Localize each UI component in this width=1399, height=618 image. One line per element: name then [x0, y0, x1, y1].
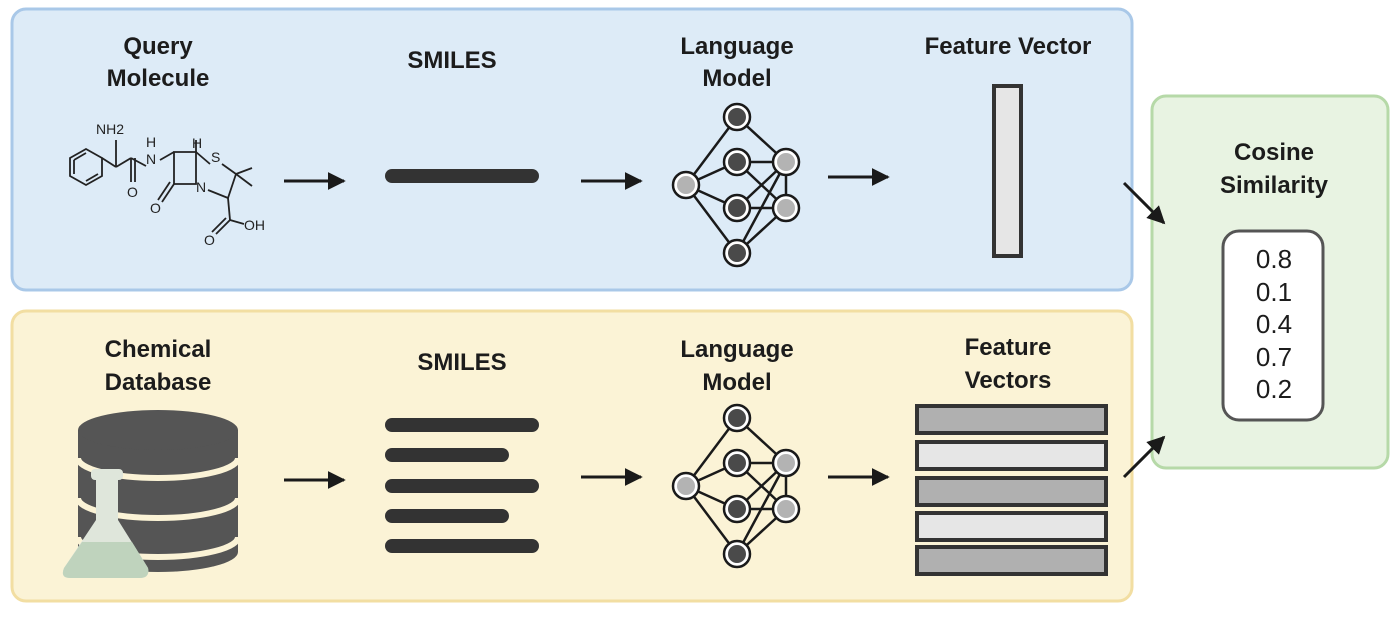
query-vector-label: Feature Vector — [925, 33, 1092, 60]
arrow-icon — [1122, 435, 1166, 479]
cosine-label-2: Similarity — [1220, 172, 1329, 199]
network-node-core — [777, 199, 795, 217]
lactam-ring — [173, 151, 197, 185]
network-node-core — [728, 153, 746, 171]
benzene-ring — [69, 147, 103, 187]
h-label-left: H — [146, 134, 156, 150]
query-molecule-label-1: Query — [123, 33, 193, 60]
score-value: 0.1 — [1256, 277, 1292, 307]
network-node-core — [777, 500, 795, 518]
oxygen-label-acid: O — [204, 232, 215, 248]
neural-network-icon — [671, 403, 801, 569]
database-model-label-2: Model — [702, 369, 771, 396]
database-model-label-1: Language — [680, 336, 793, 363]
query-panel — [10, 7, 1134, 292]
neural-network-icon — [671, 102, 801, 268]
amide-n-label: N — [146, 151, 156, 167]
cosine-label-1: Cosine — [1234, 139, 1314, 166]
database-panel — [10, 309, 1134, 603]
h-label-top: H — [192, 135, 202, 151]
oh-label: OH — [244, 217, 265, 233]
score-value: 0.8 — [1256, 244, 1292, 274]
network-node-core — [728, 199, 746, 217]
smiles-list-icon — [385, 418, 539, 553]
sulfur-label: S — [211, 149, 220, 165]
database-label-2: Database — [105, 369, 212, 396]
flask-icon — [62, 469, 149, 578]
feature-vectors-stack-icon — [915, 404, 1108, 576]
network-node-core — [728, 454, 746, 472]
score-value: 0.4 — [1256, 309, 1292, 339]
query-molecule-label-2: Molecule — [107, 65, 210, 92]
oxygen-label-amide: O — [127, 184, 138, 200]
score-value: 0.2 — [1256, 374, 1292, 404]
query-smiles-label: SMILES — [407, 47, 496, 74]
molecule-atom-labels: NH2 H N H S N O O O OH — [96, 121, 265, 248]
feature-vectors-label-1: Feature — [965, 334, 1052, 361]
network-node-core — [777, 153, 795, 171]
score-box — [1221, 229, 1325, 422]
ring-n-label: N — [196, 179, 206, 195]
network-node-core — [728, 545, 746, 563]
oxygen-label-lactam: O — [150, 200, 161, 216]
network-node-core — [728, 409, 746, 427]
query-model-label-2: Model — [702, 65, 771, 92]
molecule-icon — [69, 140, 253, 235]
arrow-icon — [1122, 181, 1166, 225]
database-label-1: Chemical — [105, 336, 212, 363]
network-node-core — [777, 454, 795, 472]
feature-vector-icon — [992, 84, 1023, 258]
network-node-core — [728, 108, 746, 126]
query-model-label-1: Language — [680, 33, 793, 60]
network-node-core — [728, 244, 746, 262]
score-value: 0.7 — [1256, 342, 1292, 372]
feature-vectors-label-2: Vectors — [965, 367, 1052, 394]
network-node-core — [677, 477, 695, 495]
network-node-core — [677, 176, 695, 194]
network-node-core — [728, 500, 746, 518]
nh2-label: NH2 — [96, 121, 124, 137]
database-smiles-label: SMILES — [417, 349, 506, 376]
